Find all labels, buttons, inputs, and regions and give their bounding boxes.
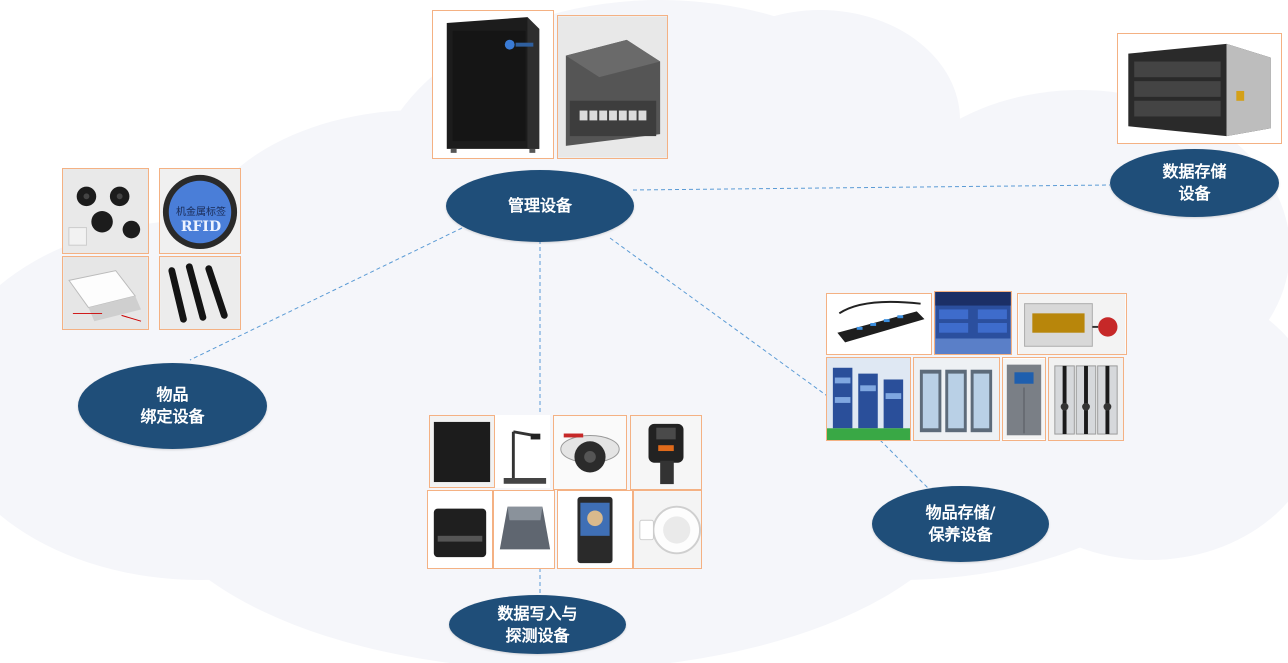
server-tower-photo	[432, 10, 554, 159]
rfid-tag-text-en: RFID	[180, 219, 222, 235]
document-camera-photo	[495, 415, 550, 488]
data-write-device-node[interactable]: 数据写入与 探测设备	[449, 595, 626, 654]
label-printer-photo	[427, 490, 493, 569]
rfid-reader-panel-photo	[429, 415, 495, 488]
item-binding-label-line2: 绑定设备	[140, 407, 205, 426]
data-storage-label-line2: 设备	[1178, 184, 1211, 203]
face-terminal-photo	[557, 490, 633, 569]
item-binding-device-node[interactable]: 物品 绑定设备	[78, 363, 267, 449]
rfid-strip-tags-photo	[159, 256, 241, 330]
ceiling-detector-photo	[633, 490, 702, 569]
item-binding-label-line1: 物品	[156, 385, 189, 404]
link-management-item-binding	[189, 227, 463, 361]
item-storage-label-line1: 物品存储/	[925, 503, 996, 522]
management-device-node[interactable]: 管理设备	[446, 170, 634, 242]
link-storage-photos-item-storage	[879, 439, 931, 491]
data-write-label-line2: 探测设备	[505, 625, 570, 645]
smart-locker-photo	[1002, 357, 1046, 441]
rfid-button-tags-photo	[62, 168, 149, 254]
data-write-label-line1: 数据写入与	[497, 603, 578, 623]
mobile-shelving-photo	[1048, 357, 1124, 441]
storage-cabinets-photo	[913, 357, 1000, 441]
rfid-metal-tag-photo: 机金属标签 RFID	[159, 168, 241, 254]
dome-camera-photo	[553, 415, 627, 490]
network-switch-photo	[557, 15, 668, 159]
desktop-reader-photo	[493, 490, 555, 569]
item-storage-label-line2: 保养设备	[928, 525, 993, 544]
rfid-tag-text-cn: 机金属标签	[176, 207, 226, 218]
usb-hub-photo	[826, 293, 932, 355]
handheld-reader-photo	[630, 415, 702, 490]
data-storage-device-node[interactable]: 数据存储 设备	[1110, 149, 1279, 217]
storage-server-photo	[1117, 33, 1282, 144]
storage-shelves-photo	[826, 357, 911, 441]
item-storage-device-node[interactable]: 物品存储/ 保养设备	[872, 486, 1049, 562]
link-management-data-storage	[632, 184, 1111, 191]
alarm-panel-photo	[1017, 293, 1127, 355]
data-storage-label-line1: 数据存储	[1162, 162, 1227, 181]
management-device-label: 管理设备	[507, 196, 572, 215]
warehouse-racks-photo	[934, 291, 1012, 355]
link-management-item-storage	[609, 237, 831, 399]
rfid-card-photo	[62, 256, 149, 330]
